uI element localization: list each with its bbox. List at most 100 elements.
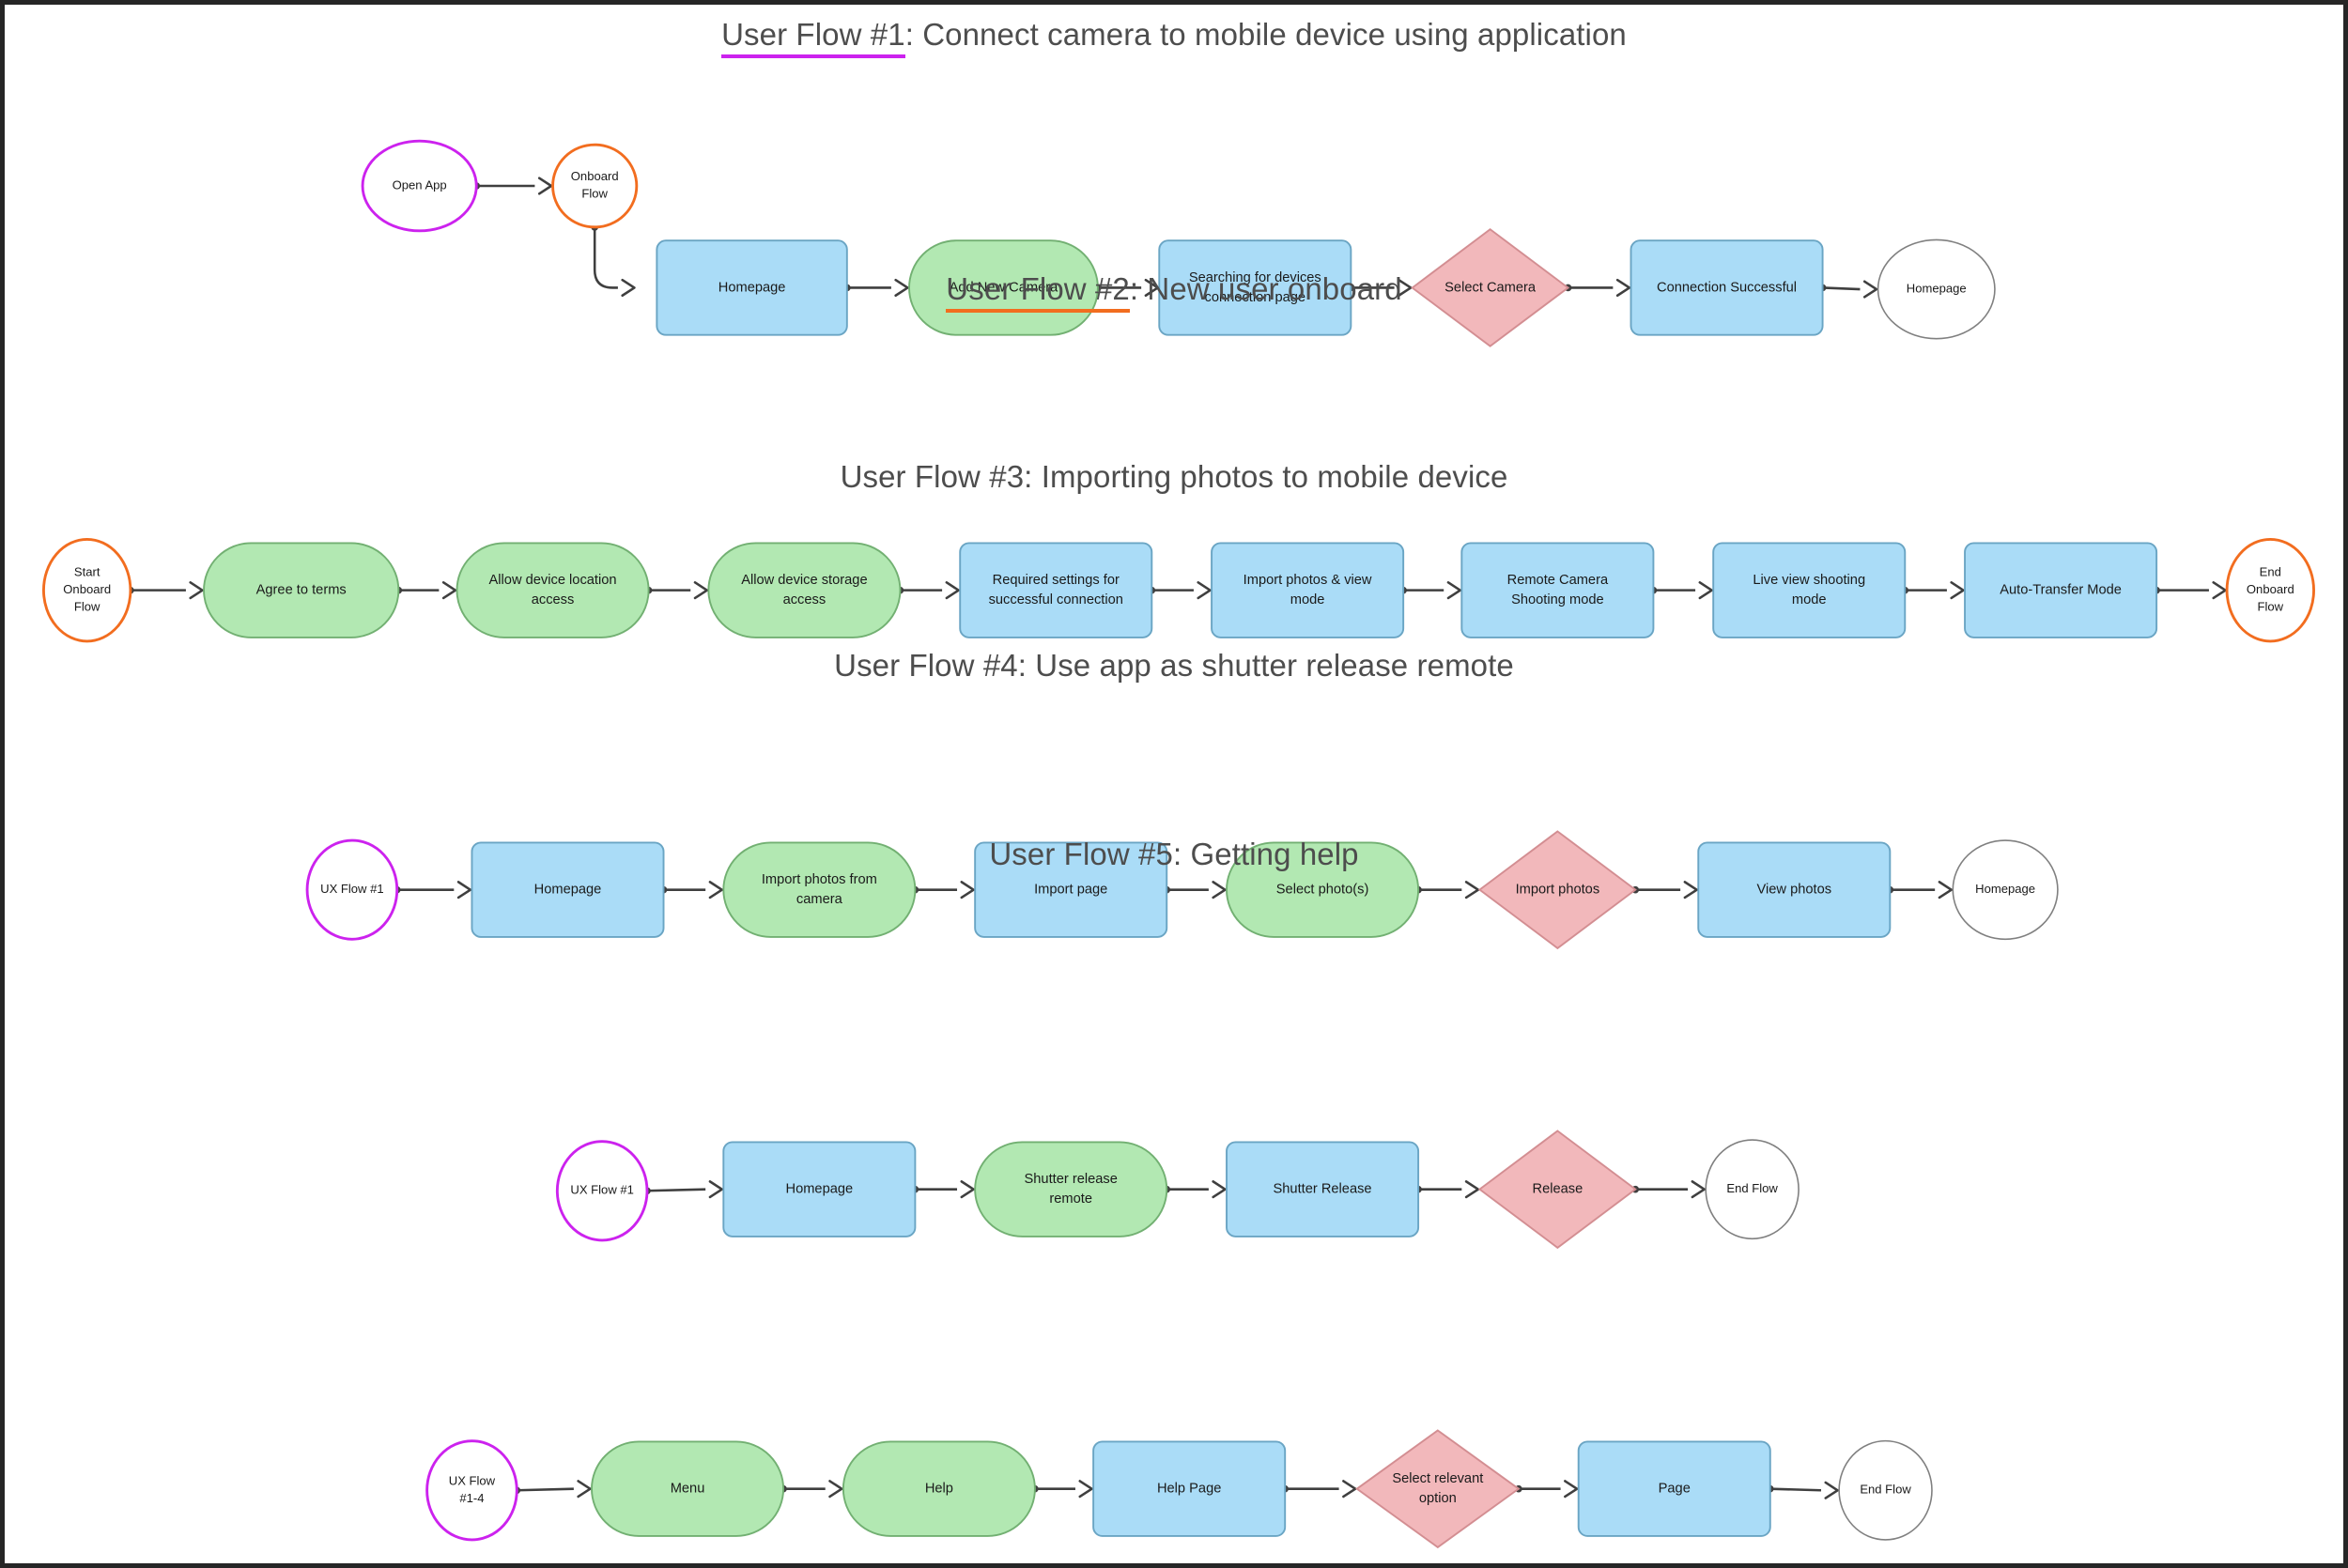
- node-label: Select Camera: [1444, 280, 1537, 295]
- node-shape-rect[interactable]: [656, 239, 848, 336]
- node-shape-rect[interactable]: [1964, 542, 2158, 638]
- flow-node-f4-homepage[interactable]: Homepage: [722, 1141, 917, 1237]
- node-shape-ellipse[interactable]: [42, 537, 132, 643]
- node-shape-stadium[interactable]: [1226, 841, 1420, 938]
- node-shape-ellipse[interactable]: [2225, 537, 2315, 643]
- edge-arrowhead: [1698, 581, 1713, 600]
- edge-arrowhead: [1950, 581, 1965, 600]
- flow-node-f3-import-pg[interactable]: Import page: [974, 841, 1168, 938]
- node-shape-stadium[interactable]: [456, 542, 650, 638]
- node-shape-rect[interactable]: [722, 1141, 917, 1237]
- flow-node-f1-homepage[interactable]: Homepage: [656, 239, 848, 336]
- node-shape-rect[interactable]: [1712, 542, 1907, 638]
- flow-node-f5-help[interactable]: Help: [842, 1440, 1036, 1537]
- flow-node-f3-importph[interactable]: Import photos: [1477, 830, 1637, 950]
- flow-node-f4-end[interactable]: End Flow: [1705, 1139, 1800, 1240]
- node-shape-ellipse[interactable]: [425, 1439, 518, 1542]
- node-shape-diamond[interactable]: [1477, 1130, 1637, 1250]
- node-shape-stadium[interactable]: [722, 841, 917, 938]
- node-shape-stadium[interactable]: [203, 542, 400, 638]
- node-shape-stadium[interactable]: [707, 542, 902, 638]
- node-label: Agree to terms: [256, 583, 347, 598]
- flow-node-f3-select[interactable]: Select photo(s): [1226, 841, 1420, 938]
- node-shape-diamond[interactable]: [1477, 830, 1637, 950]
- flow-node-f2-autotrans[interactable]: Auto-Transfer Mode: [1964, 542, 2158, 638]
- node-shape-ellipse[interactable]: [555, 1140, 649, 1242]
- flow-node-f1-connection-ok[interactable]: Connection Successful: [1630, 239, 1824, 336]
- node-shape-ellipse[interactable]: [1877, 238, 1996, 340]
- node-shape-ellipse[interactable]: [551, 143, 639, 229]
- node-shape-ellipse[interactable]: [305, 838, 399, 941]
- flow-node-f3-homepage[interactable]: Homepage: [471, 841, 665, 938]
- flow-node-f4-rel-dia[interactable]: Release: [1477, 1130, 1637, 1250]
- flow-node-f2-terms[interactable]: Agree to terms: [203, 542, 400, 638]
- flow-node-f1-add-camera[interactable]: Add New Camera: [908, 239, 1099, 336]
- flow-node-f3-view[interactable]: View photos: [1697, 841, 1892, 938]
- node-shape-rect[interactable]: [959, 542, 1153, 638]
- node-shape-stadium[interactable]: [974, 1141, 1168, 1237]
- flow-node-f4-release[interactable]: Shutter Release: [1226, 1141, 1420, 1237]
- node-label: Help: [925, 1482, 953, 1497]
- flow-node-f1-open-app[interactable]: Open App: [361, 139, 478, 233]
- flow-edge: [1163, 1180, 1227, 1199]
- node-shape-rect[interactable]: [1158, 239, 1352, 336]
- flow-node-f1-select-camera[interactable]: Select Camera: [1411, 228, 1570, 347]
- node-label: End: [2260, 565, 2281, 579]
- edge-arrowhead: [1197, 581, 1212, 600]
- flow-title-suffix: : New user onboard: [1129, 271, 1402, 306]
- node-shape-rect[interactable]: [1092, 1440, 1287, 1537]
- node-shape-rect[interactable]: [1211, 542, 1405, 638]
- node-shape-rect[interactable]: [1697, 841, 1892, 938]
- edge-line: [1822, 286, 1861, 291]
- node-shape-diamond[interactable]: [1411, 228, 1570, 347]
- node-shape-rect[interactable]: [1460, 542, 1655, 638]
- node-label: Shutter release: [1025, 1172, 1118, 1187]
- flow-node-f5-page[interactable]: Page: [1577, 1440, 1771, 1537]
- node-shape-rect[interactable]: [1226, 1141, 1420, 1237]
- node-shape-ellipse[interactable]: [1838, 1439, 1933, 1541]
- node-shape-stadium[interactable]: [591, 1440, 785, 1537]
- flow-edge: [2153, 581, 2227, 600]
- flow-edge: [1901, 581, 1965, 600]
- node-shape-rect[interactable]: [974, 841, 1168, 938]
- flow-edge: [472, 177, 553, 195]
- flow-node-f3-end[interactable]: Homepage: [1952, 839, 2059, 941]
- node-shape-ellipse[interactable]: [361, 139, 478, 233]
- flow-title-suffix: : Use app as shutter release remote: [1017, 648, 1514, 683]
- node-shape-stadium[interactable]: [908, 239, 1099, 336]
- node-shape-rect[interactable]: [1577, 1440, 1771, 1537]
- flow-node-f5-ux14[interactable]: UX Flow#1-4: [425, 1439, 518, 1542]
- flow-node-f5-end[interactable]: End Flow: [1838, 1439, 1933, 1541]
- flow-node-f5-helppage[interactable]: Help Page: [1092, 1440, 1287, 1537]
- node-shape-rect[interactable]: [471, 841, 665, 938]
- flow-edge: [1649, 581, 1713, 600]
- node-shape-stadium[interactable]: [842, 1440, 1036, 1537]
- node-shape-ellipse[interactable]: [1705, 1139, 1800, 1240]
- flow-node-f5-menu[interactable]: Menu: [591, 1440, 785, 1537]
- edge-arrowhead: [945, 581, 960, 600]
- node-label: successful connection: [989, 592, 1123, 607]
- node-label: mode: [1792, 592, 1827, 607]
- node-label: Select photo(s): [1276, 883, 1369, 898]
- node-shape-rect[interactable]: [1630, 239, 1824, 336]
- flow-node-f3-ux1[interactable]: UX Flow #1: [305, 838, 399, 941]
- node-shape-ellipse[interactable]: [1952, 839, 2059, 941]
- edge-arrowhead: [1078, 1480, 1093, 1499]
- flow-node-f4-ux1[interactable]: UX Flow #1: [555, 1140, 649, 1242]
- flow-node-f1-homepage-end[interactable]: Homepage: [1877, 238, 1996, 340]
- node-shape-diamond[interactable]: [1355, 1429, 1521, 1549]
